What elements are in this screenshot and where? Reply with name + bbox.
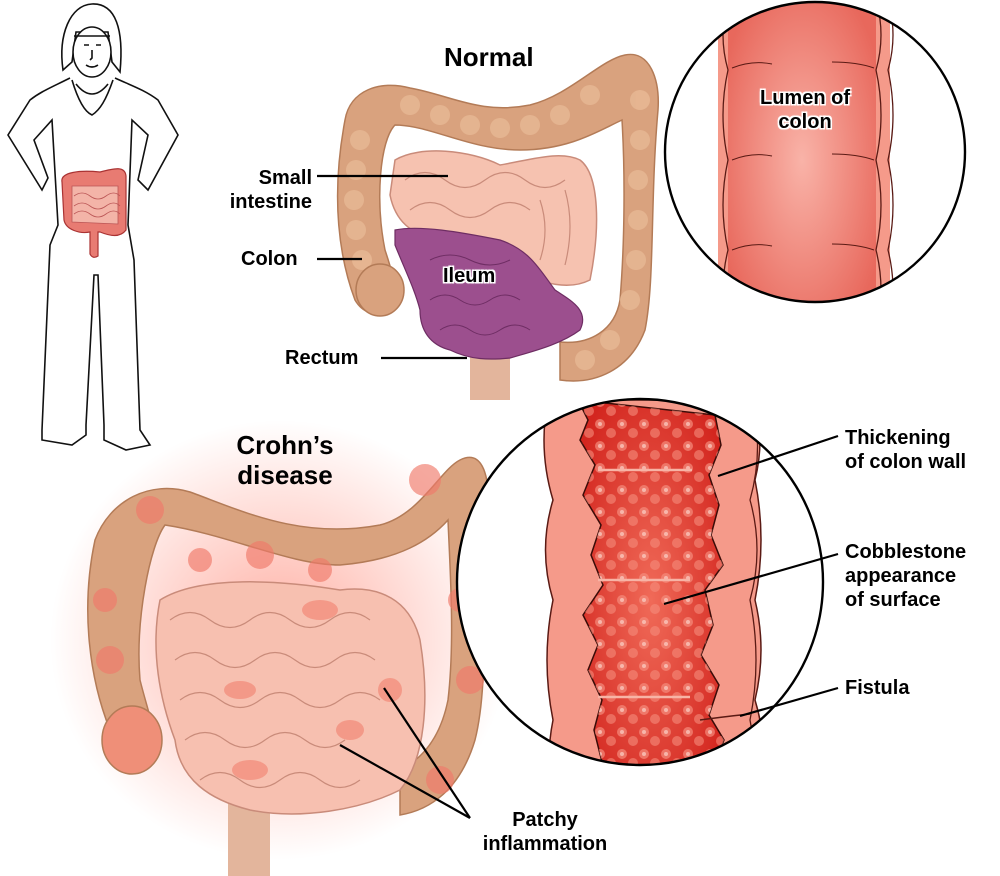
- person-intestines: [61, 168, 127, 258]
- normal-leader-lines: [317, 174, 467, 360]
- lumen-of-colon-label: Lumen of colon: [735, 86, 875, 134]
- lumen-label-line1: Lumen of: [760, 87, 850, 109]
- cobblestone-label-line1: Cobblestone: [845, 541, 967, 563]
- normal-lumen-inset: [663, 0, 967, 304]
- inset-leader-lines: [663, 434, 839, 718]
- small-intestine-label: Small intestine: [212, 166, 312, 214]
- normal-title: Normal: [444, 42, 534, 72]
- normal-intestine-illustration: [336, 53, 659, 400]
- thickening-label-line2: of colon wall: [845, 451, 967, 473]
- patchy-label-line1: Patchy: [512, 809, 578, 831]
- crohns-title: Crohn’s disease: [205, 430, 365, 490]
- person-figure: [7, 3, 179, 451]
- lumen-label-line2: colon: [778, 111, 832, 133]
- small-intestine-label-line2: intestine: [229, 191, 312, 213]
- cobblestone-label: Cobblestone appearance of surface: [845, 540, 966, 612]
- thickening-label-line1: Thickening: [845, 427, 951, 449]
- fistula-label: Fistula: [845, 677, 910, 699]
- small-intestine-label-line1: Small: [258, 167, 312, 189]
- crohns-lumen-inset: [455, 397, 825, 767]
- patchy-label-line2: inflammation: [482, 833, 608, 855]
- cobblestone-label-line2: appearance: [845, 565, 957, 587]
- crohns-title-line1: Crohn’s: [236, 430, 334, 460]
- patchy-inflammation-label: Patchy inflammation: [465, 808, 625, 856]
- crohns-title-line2: disease: [237, 460, 333, 490]
- crohns-leader-lines: [339, 687, 471, 819]
- ileum-label: Ileum: [443, 265, 496, 287]
- cobblestone-label-line3: of surface: [845, 589, 941, 611]
- colon-label: Colon: [241, 248, 298, 270]
- thickening-label: Thickening of colon wall: [845, 426, 966, 474]
- rectum-label: Rectum: [285, 347, 359, 369]
